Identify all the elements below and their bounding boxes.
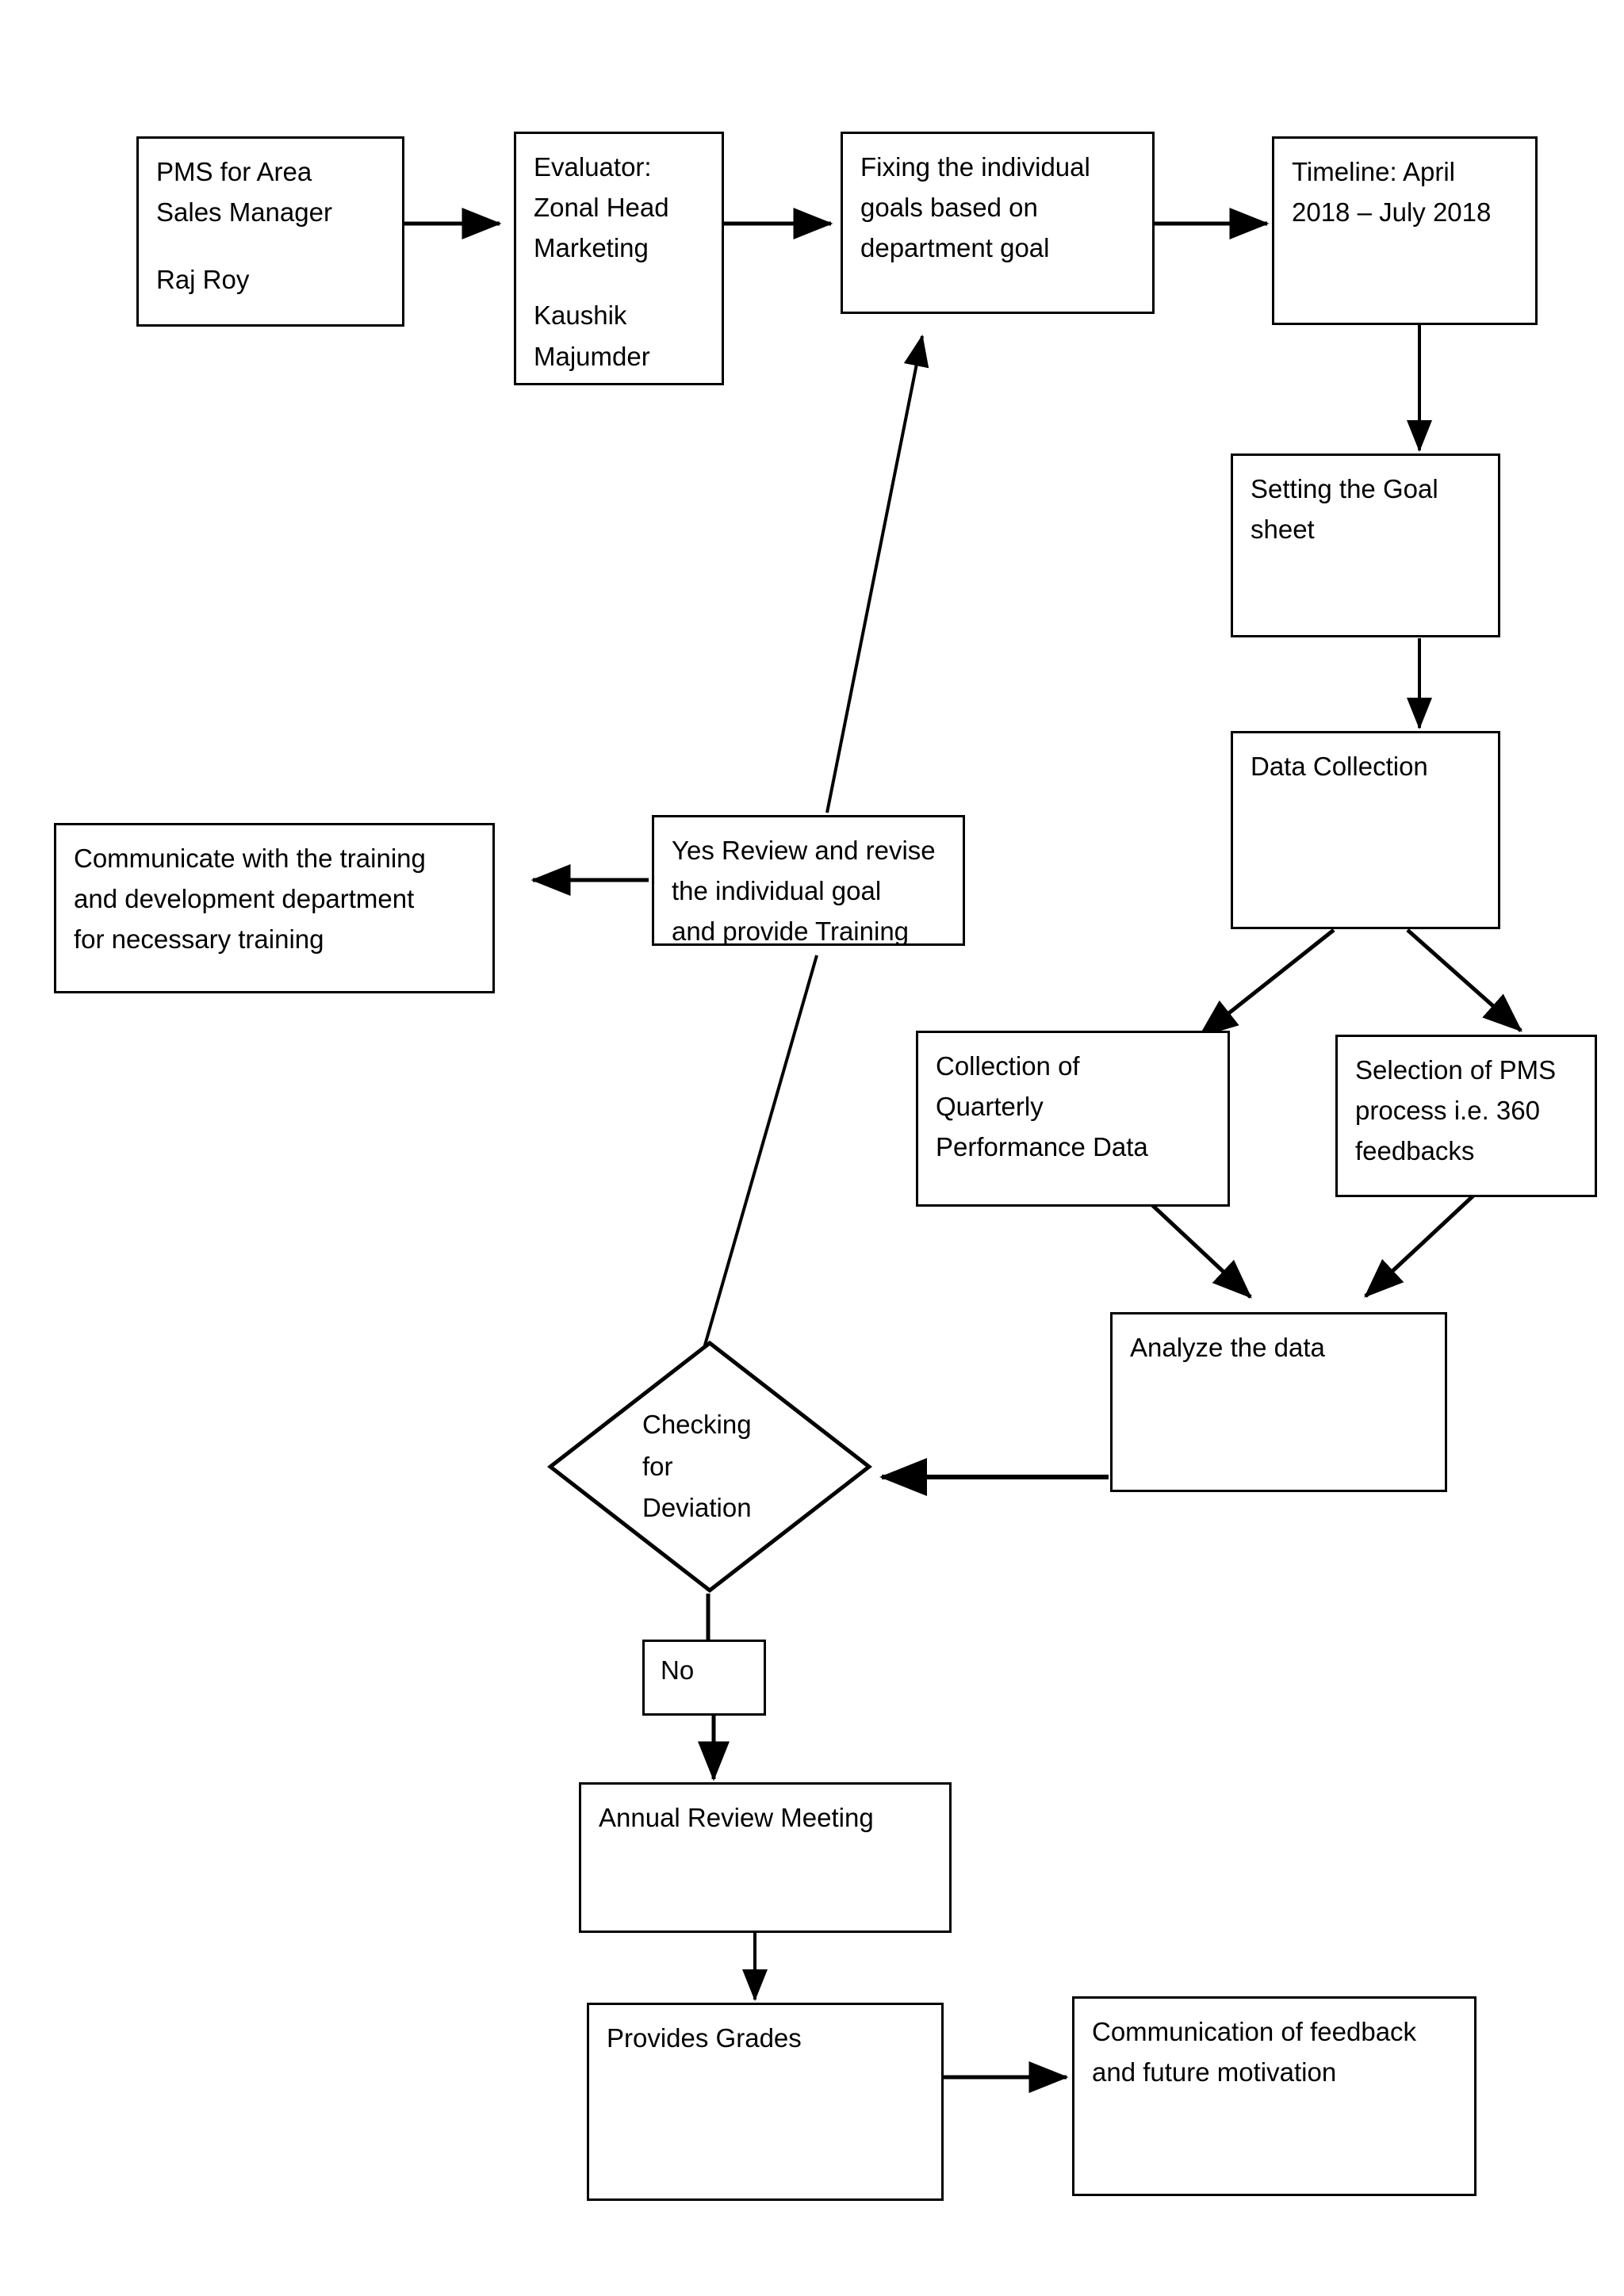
- node-line: Fixing the individual: [860, 152, 1090, 182]
- node-line: and provide Training: [672, 916, 910, 947]
- edge-checking-to-yes-review: [703, 955, 818, 1349]
- node-line: feedbacks: [1355, 1136, 1475, 1166]
- node-setting-goal-sheet[interactable]: Setting the Goal sheet: [1231, 453, 1500, 637]
- diamond-shape: [547, 1340, 872, 1594]
- node-line: Data Collection: [1251, 752, 1428, 781]
- node-line: Annual Review Meeting: [599, 1803, 874, 1832]
- node-line: department goal: [860, 233, 1050, 263]
- node-selection-pms-process[interactable]: Selection of PMS process i.e. 360 feedba…: [1335, 1035, 1597, 1197]
- node-line: Zonal Head: [534, 193, 669, 223]
- node-line: the individual goal: [672, 876, 882, 906]
- node-line: Timeline: April: [1292, 157, 1456, 186]
- node-annual-review-meeting[interactable]: Annual Review Meeting: [579, 1782, 952, 1933]
- node-data-collection[interactable]: Data Collection: [1231, 731, 1500, 929]
- node-line: Sales Manager: [156, 197, 332, 228]
- node-line: sheet: [1251, 515, 1315, 545]
- node-no-label[interactable]: No: [642, 1640, 766, 1716]
- node-line: Performance Data: [936, 1132, 1148, 1162]
- node-evaluator-zonal-head-marketing[interactable]: Evaluator: Zonal Head Marketing Kaushik …: [514, 132, 724, 385]
- node-line: 2018 – July 2018: [1292, 197, 1492, 228]
- edge-data-collection-to-pms-process: [1406, 928, 1522, 1032]
- edge-pms-process-to-analyze: [1364, 1185, 1484, 1298]
- node-line: and future motivation: [1092, 2057, 1337, 2087]
- edge-data-collection-to-quarterly: [1198, 928, 1335, 1038]
- node-provides-grades[interactable]: Provides Grades: [587, 2003, 944, 2201]
- node-spacer: [534, 268, 704, 295]
- node-communicate-training-development[interactable]: Communicate with the training and develo…: [54, 823, 495, 993]
- node-line: goals based on: [860, 193, 1038, 223]
- node-line: Quarterly: [936, 1092, 1044, 1122]
- node-line: Communication of feedback: [1092, 2017, 1417, 2046]
- node-line: Selection of PMS: [1355, 1055, 1557, 1085]
- node-collection-quarterly-performance-data[interactable]: Collection of Quarterly Performance Data: [916, 1031, 1230, 1207]
- node-line: Collection of: [936, 1051, 1080, 1081]
- node-spacer: [156, 232, 385, 259]
- node-line: Communicate with the training: [74, 844, 426, 873]
- node-checking-for-deviation[interactable]: Checking for Deviation: [547, 1340, 872, 1594]
- edge-yes-review-to-fixing-goals: [825, 335, 929, 813]
- node-communication-of-feedback[interactable]: Communication of feedback and future mot…: [1072, 1996, 1477, 2196]
- node-analyze-the-data[interactable]: Analyze the data: [1110, 1312, 1447, 1492]
- node-fixing-individual-goals[interactable]: Fixing the individual goals based on dep…: [841, 132, 1155, 314]
- node-line: for necessary training: [74, 924, 324, 955]
- node-line: Marketing: [534, 233, 649, 263]
- node-line: process i.e. 360: [1355, 1096, 1540, 1126]
- node-line: Analyze the data: [1130, 1333, 1325, 1362]
- node-timeline[interactable]: Timeline: April 2018 – July 2018: [1272, 136, 1538, 325]
- node-line: and development department: [74, 884, 415, 914]
- node-line: PMS for Area: [156, 157, 312, 186]
- node-line: Setting the Goal: [1251, 474, 1438, 503]
- node-line: Evaluator:: [534, 152, 652, 182]
- node-line: No: [661, 1655, 695, 1685]
- node-line: Provides Grades: [607, 2023, 802, 2053]
- node-pms-for-area-sales-manager[interactable]: PMS for Area Sales Manager Raj Roy: [136, 136, 404, 327]
- node-yes-review-revise[interactable]: Yes Review and revise the individual goa…: [652, 815, 965, 946]
- node-line: Yes Review and revise: [672, 836, 936, 865]
- node-line: Raj Roy: [156, 265, 250, 295]
- node-line: Kaushik: [534, 300, 627, 331]
- edge-quarterly-to-analyze: [1138, 1192, 1252, 1299]
- node-line: Majumder: [534, 341, 650, 371]
